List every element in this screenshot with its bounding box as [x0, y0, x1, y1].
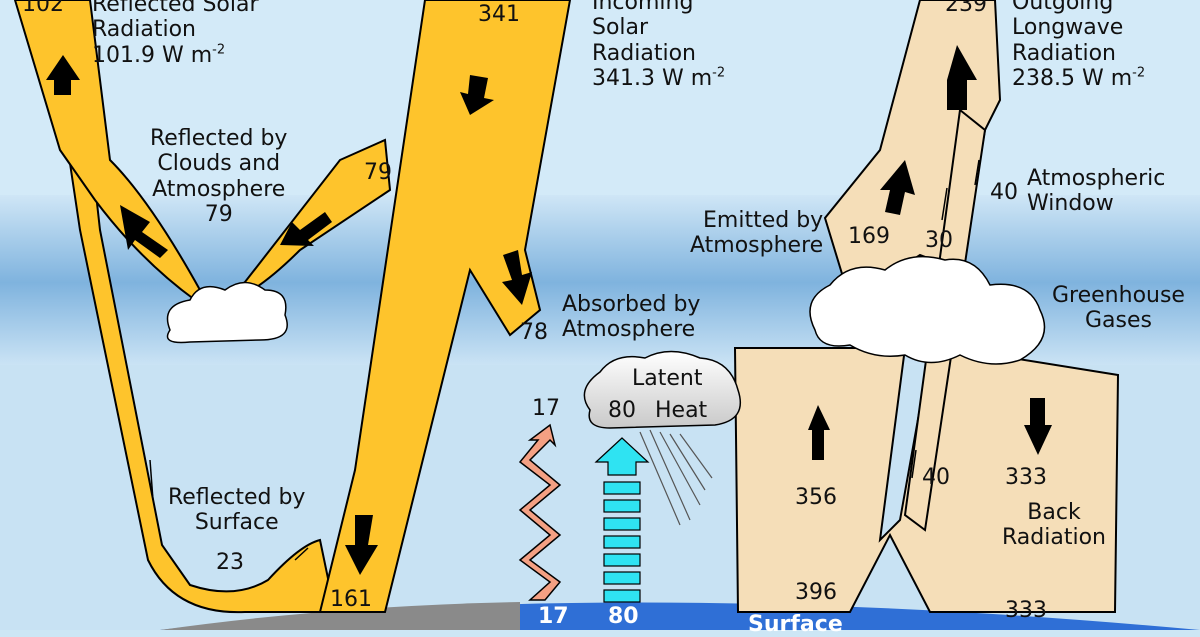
arrow-down-icon	[502, 250, 532, 305]
incoming-solar-title: Incoming Solar Radiation 341.3 W m-2	[592, 0, 725, 91]
absorbed-atmosphere-value: 78	[520, 320, 548, 345]
outgoing-longwave-title: Outgoing Longwave Radiation 238.5 W m-2	[1012, 0, 1145, 91]
reflected-surface-value: 23	[216, 550, 244, 575]
arrow-down-icon	[1024, 398, 1052, 455]
atmospheric-window-lower-value: 40	[922, 465, 950, 490]
incoming-solar-exponent: -2	[712, 65, 726, 81]
incoming-solar-amount: 341.3 W m	[592, 65, 713, 91]
absorbed-atmosphere-label: Absorbed by Atmosphere	[562, 292, 700, 343]
reflected-solar-line2: Radiation	[92, 17, 196, 43]
reflected-surface-label: Reflected by Surface	[168, 485, 305, 536]
arrow-down-icon	[460, 75, 494, 115]
reflected-solar-value: 102	[22, 0, 64, 17]
thermals-surface-value: 17	[538, 604, 569, 629]
surface-radiation-value: 356	[795, 485, 837, 510]
thermals-value: 17	[532, 396, 560, 421]
greenhouse-line1: Greenhouse	[1052, 283, 1185, 308]
surface-label: Surface	[748, 612, 843, 637]
greenhouse-label: Greenhouse Gases	[1052, 283, 1185, 334]
absorbed-atmosphere-line1: Absorbed by	[562, 292, 701, 317]
outgoing-longwave-amount: 238.5 W m	[1012, 65, 1133, 91]
atmospheric-window-value: 40	[990, 180, 1018, 205]
arrow-up-icon	[947, 45, 977, 110]
earth-land	[160, 602, 520, 630]
emitted-atmosphere-value: 169	[848, 224, 890, 249]
cloud-left-icon	[166, 281, 288, 344]
greenhouse-line2: Gases	[1084, 308, 1152, 334]
absorbed-surface-value: 161	[330, 587, 372, 612]
reflected-solar-exponent: -2	[212, 42, 226, 58]
reflected-surface-line1: Reflected by	[168, 485, 306, 510]
reflected-clouds-line1: Reflected by	[150, 126, 288, 151]
cloud-right-icon	[809, 255, 1046, 365]
reflected-clouds-value: 79	[204, 201, 233, 227]
latent-heat-line2: Heat	[655, 398, 708, 423]
latent-heat-arrow-icon	[594, 437, 650, 603]
back-radiation-value: 333	[1005, 465, 1047, 490]
incoming-solar-line2: Solar	[592, 15, 649, 41]
outgoing-longwave-line2: Longwave	[1012, 15, 1124, 41]
atmospheric-window-line1: Atmospheric	[1027, 166, 1166, 191]
arrow-down-icon	[345, 515, 378, 575]
direction-arrows	[46, 45, 1052, 575]
incoming-solar-flow	[318, 0, 572, 613]
incoming-solar-line1: Incoming	[592, 0, 694, 15]
incoming-solar-line3: Radiation	[592, 40, 696, 66]
back-radiation-surface-value: 333	[1005, 598, 1047, 623]
latent-heat-line1: Latent	[632, 366, 703, 391]
reflected-clouds-label: Reflected by Clouds and Atmosphere 79	[150, 126, 287, 227]
reflected-surface-flow	[66, 138, 337, 614]
back-radiation-line1: Back	[1027, 500, 1081, 525]
arrow-up-icon	[808, 405, 830, 460]
rain-icon	[639, 429, 713, 526]
reflected-clouds-line3: Atmosphere	[152, 176, 286, 202]
thin-arrows	[149, 159, 980, 561]
latent-heat-cloud-icon	[583, 350, 742, 429]
emitted-atmosphere-line2: Atmosphere	[690, 233, 824, 259]
latent-heat-surface-value: 80	[608, 604, 639, 629]
atmosphere-emission-30-value: 30	[925, 228, 953, 253]
thermals-arrow-icon	[518, 423, 562, 601]
arrow-down-icon	[280, 212, 332, 246]
outgoing-longwave-line1: Outgoing	[1012, 0, 1114, 15]
reflected-solar-line1: Reflected Solar	[92, 0, 259, 17]
surface-radiation-surface-value: 396	[795, 580, 837, 605]
reflected-solar-title: Reflected Solar Radiation 101.9 W m-2	[92, 0, 259, 68]
reflected-surface-line2: Surface	[194, 510, 279, 536]
reflected-clouds-flow-value: 79	[364, 160, 392, 185]
back-radiation-label: Back Radiation	[1002, 500, 1106, 551]
outgoing-longwave-exponent: -2	[1132, 65, 1146, 81]
atmospheric-window-label: Atmospheric Window	[1027, 166, 1165, 217]
arrow-up-icon	[120, 205, 168, 258]
emitted-atmosphere-line1: Emitted by	[703, 208, 824, 233]
latent-heat-value: 80	[608, 398, 636, 423]
arrow-up-icon	[46, 55, 80, 95]
outgoing-longwave-line3: Radiation	[1012, 40, 1116, 66]
reflected-clouds-line2: Clouds and	[157, 151, 281, 177]
outgoing-longwave-value: 239	[945, 0, 987, 17]
reflected-solar-amount: 101.9 W m	[92, 42, 213, 68]
back-radiation-line2: Radiation	[1002, 525, 1106, 551]
incoming-solar-value: 341	[478, 2, 520, 27]
atmospheric-window-line2: Window	[1027, 191, 1114, 217]
absorbed-atmosphere-line2: Atmosphere	[562, 317, 696, 343]
arrow-up-icon	[880, 160, 915, 215]
emitted-atmosphere-label: Emitted by Atmosphere	[690, 208, 823, 259]
